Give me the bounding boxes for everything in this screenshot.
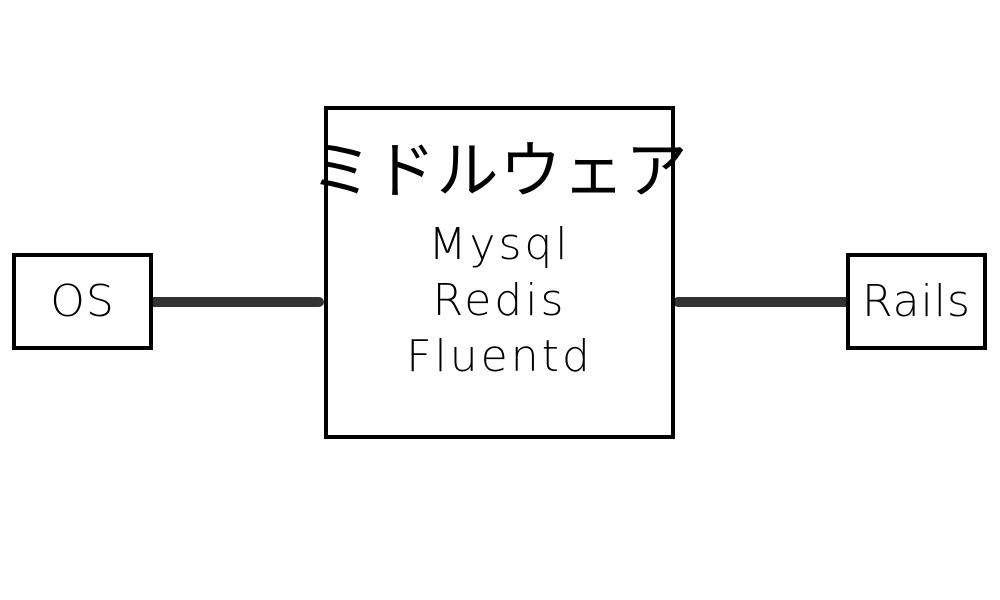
connector-middleware-rails xyxy=(673,297,851,307)
middleware-item-list: Mysql Redis Fluentd xyxy=(406,217,593,385)
middleware-item-mysql: Mysql xyxy=(428,219,571,271)
connector-os-middleware xyxy=(148,297,324,307)
os-node: OS xyxy=(12,253,153,350)
middleware-item-fluentd: Fluentd xyxy=(406,331,593,383)
rails-label: Rails xyxy=(862,276,971,327)
middleware-item-redis: Redis xyxy=(432,275,567,327)
os-label: OS xyxy=(50,276,115,327)
middleware-node: ミドルウェア Mysql Redis Fluentd xyxy=(311,106,688,439)
rails-node: Rails xyxy=(846,253,987,350)
middleware-title: ミドルウェア xyxy=(310,134,689,207)
